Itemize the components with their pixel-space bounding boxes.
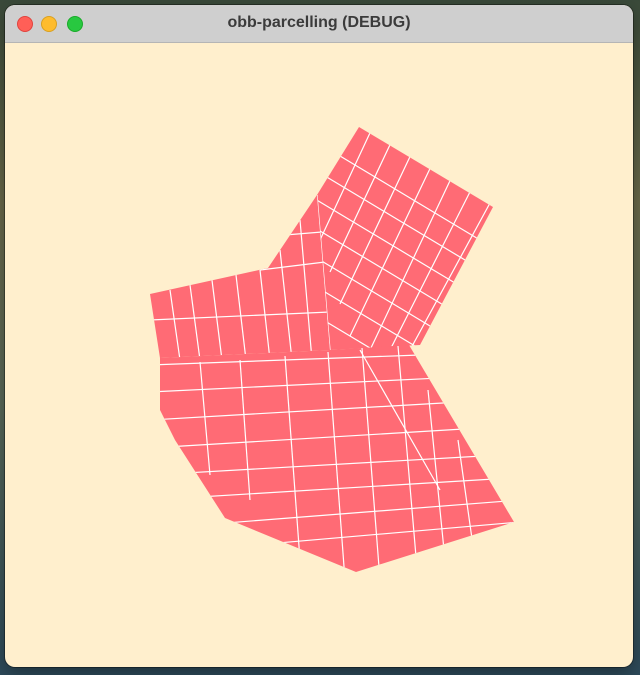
app-window: obb-parcelling (DEBUG) xyxy=(5,5,633,667)
parcel-canvas xyxy=(150,127,514,572)
parcel-region-left xyxy=(150,195,330,358)
parcel-region-lower xyxy=(160,345,514,572)
title-bar[interactable]: obb-parcelling (DEBUG) xyxy=(5,5,633,43)
close-button[interactable] xyxy=(17,16,33,32)
zoom-button[interactable] xyxy=(67,16,83,32)
parcel-region-upper xyxy=(317,127,493,350)
minimize-button[interactable] xyxy=(41,16,57,32)
window-title: obb-parcelling (DEBUG) xyxy=(227,14,411,31)
